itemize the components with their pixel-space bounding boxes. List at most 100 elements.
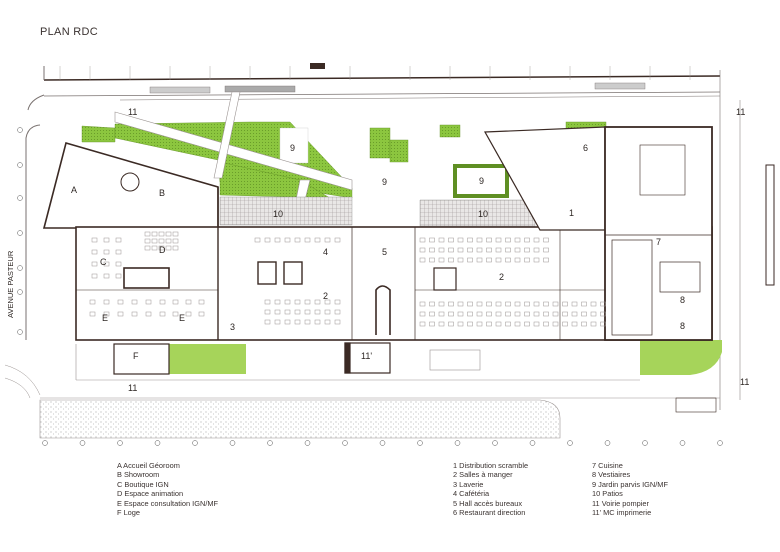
- walkway: [114, 91, 353, 201]
- table: [514, 237, 521, 243]
- table: [419, 311, 426, 317]
- grid-marker: [17, 162, 23, 168]
- grid-marker: [42, 440, 48, 446]
- legend-item: 2 Salles à manger: [453, 470, 513, 480]
- table: [495, 237, 502, 243]
- label-2a: 2: [323, 291, 328, 301]
- table: [117, 311, 124, 317]
- garden-gap: [279, 127, 309, 164]
- table: [476, 321, 483, 327]
- grid-marker: [417, 440, 423, 446]
- table: [274, 319, 281, 325]
- label-7: 7: [656, 237, 661, 247]
- table: [543, 321, 549, 327]
- table: [448, 247, 454, 253]
- table: [524, 237, 530, 243]
- table: [115, 237, 122, 243]
- grid-marker: [17, 289, 23, 295]
- table: [158, 245, 165, 251]
- table: [505, 237, 511, 243]
- table: [552, 311, 559, 317]
- table: [571, 311, 578, 317]
- table: [284, 319, 291, 325]
- table: [429, 301, 435, 307]
- table: [467, 257, 473, 263]
- table: [514, 321, 521, 327]
- table: [600, 311, 606, 317]
- table: [334, 299, 341, 305]
- table: [448, 311, 454, 317]
- table: [467, 321, 473, 327]
- table: [495, 321, 502, 327]
- table: [543, 257, 549, 263]
- legend-letters: A Accueil Géoroom B Showroom C Boutique …: [117, 461, 218, 517]
- table: [495, 257, 502, 263]
- table: [495, 311, 502, 317]
- table: [457, 257, 464, 263]
- legend-item: 10 Patios: [592, 489, 623, 499]
- table: [495, 247, 502, 253]
- legend-item: D Espace animation: [117, 489, 184, 499]
- table: [533, 311, 540, 317]
- table: [103, 249, 110, 255]
- table: [324, 309, 331, 315]
- table: [476, 311, 483, 317]
- table: [448, 321, 454, 327]
- grid-marker: [304, 440, 311, 446]
- table: [145, 311, 152, 317]
- table: [438, 247, 445, 253]
- label-patio-1: 10: [273, 209, 283, 219]
- label-3: 3: [230, 322, 235, 332]
- table: [514, 311, 521, 317]
- table: [476, 237, 483, 243]
- label-voirie-2: 11: [736, 107, 745, 117]
- table: [185, 299, 192, 305]
- grid-marker: [679, 440, 686, 446]
- grid-marker: [229, 440, 236, 446]
- room-labels: 11 11 11 11 9 9 9 10 10 A B C D E E F 1 …: [6, 107, 749, 393]
- table: [429, 237, 435, 243]
- label-2b: 2: [499, 272, 504, 282]
- table: [151, 231, 158, 237]
- table: [264, 237, 271, 243]
- table: [486, 247, 492, 253]
- table: [131, 311, 138, 317]
- table: [533, 247, 540, 253]
- table: [467, 247, 473, 253]
- table: [145, 299, 152, 305]
- table: [590, 301, 597, 307]
- table: [172, 238, 179, 244]
- table: [151, 245, 158, 251]
- legend-item: 6 Restaurant direction: [453, 508, 526, 518]
- table: [438, 301, 445, 307]
- table: [476, 301, 483, 307]
- table: [438, 257, 445, 263]
- legend-item: C Boutique IGN: [117, 479, 169, 489]
- table: [486, 311, 492, 317]
- label-11-prime: 11': [361, 351, 372, 361]
- table: [476, 257, 483, 263]
- grid-marker: [17, 265, 23, 271]
- table: [514, 247, 521, 253]
- table: [457, 311, 464, 317]
- legend-item: 11 Voirie pompier: [592, 498, 649, 508]
- table: [438, 311, 445, 317]
- label-A: A: [71, 185, 77, 195]
- table: [448, 301, 454, 307]
- table: [165, 238, 172, 244]
- table: [505, 311, 511, 317]
- table: [151, 238, 158, 244]
- table: [117, 299, 124, 305]
- legend-item: F Loge: [117, 508, 141, 518]
- table: [514, 301, 521, 307]
- legend-item: 1 Distribution scramble: [453, 461, 529, 470]
- table: [334, 319, 341, 325]
- table: [185, 311, 192, 317]
- table: [524, 247, 530, 253]
- label-voirie-4: 11: [740, 377, 749, 387]
- table: [115, 261, 122, 267]
- table: [419, 237, 426, 243]
- table: [294, 319, 301, 325]
- table: [486, 301, 492, 307]
- table: [304, 237, 311, 243]
